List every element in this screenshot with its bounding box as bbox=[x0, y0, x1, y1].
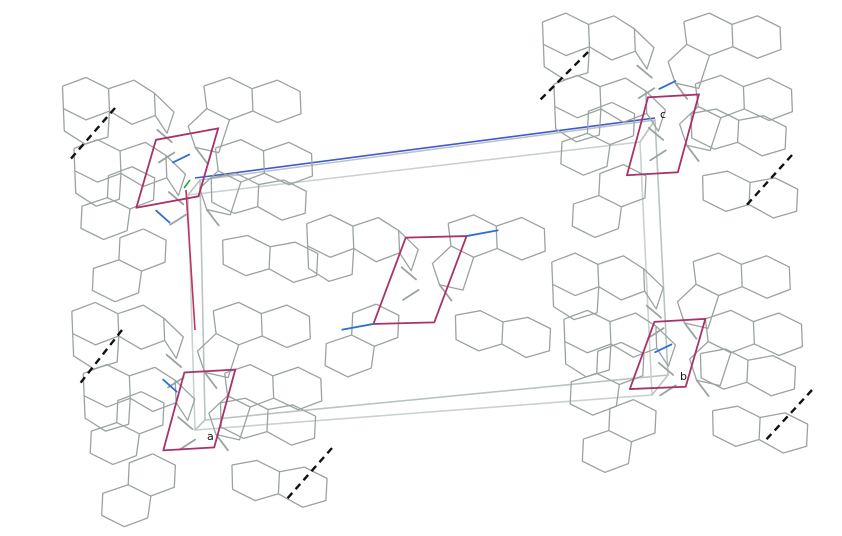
unit-cell-edge bbox=[639, 119, 656, 143]
molecule-stack-bottom-right bbox=[530, 225, 826, 501]
unit-cell-edge bbox=[194, 419, 206, 431]
axis-label-c: c bbox=[660, 108, 666, 121]
molecular-stack-icon bbox=[521, 0, 804, 204]
dashed-contact-line bbox=[285, 447, 333, 501]
nitrogen-bond bbox=[654, 343, 673, 354]
axis-label-b: b bbox=[680, 370, 687, 383]
unit-cell-front-face bbox=[187, 141, 653, 431]
molecular-stack-icon bbox=[285, 187, 569, 406]
dashed-contact-line bbox=[77, 329, 123, 387]
metal-link-frame bbox=[135, 127, 220, 209]
unit-cell-box bbox=[183, 117, 669, 431]
dashed-contact-line bbox=[743, 154, 793, 209]
unit-cell-edge bbox=[187, 179, 201, 196]
metal-link-frame bbox=[372, 235, 468, 325]
short-contacts bbox=[67, 51, 813, 501]
nitrogen-bond bbox=[658, 80, 677, 90]
nitrogen-bond bbox=[162, 378, 178, 393]
axis-label-a: a bbox=[207, 430, 214, 443]
a-axis-line bbox=[185, 189, 196, 331]
nitrogen-bond bbox=[465, 229, 499, 237]
molecule-center bbox=[285, 187, 569, 406]
metal-link-frame bbox=[162, 368, 237, 452]
b-axis-line bbox=[183, 179, 191, 189]
molecule-stack-top-left bbox=[41, 49, 336, 330]
molecule-stack-bottom-left bbox=[50, 274, 345, 536]
nitrogen-bond bbox=[155, 209, 171, 224]
metal-link-frame bbox=[628, 317, 707, 390]
molecule-stack-top-right bbox=[521, 0, 816, 266]
metal-link-frame bbox=[626, 93, 701, 177]
molecular-stack-icon bbox=[530, 225, 814, 444]
c-axis-line bbox=[194, 117, 656, 179]
nitrogen-bond bbox=[172, 153, 191, 164]
nitrogen-bond bbox=[341, 323, 375, 331]
unit-cell-edge bbox=[651, 374, 669, 396]
